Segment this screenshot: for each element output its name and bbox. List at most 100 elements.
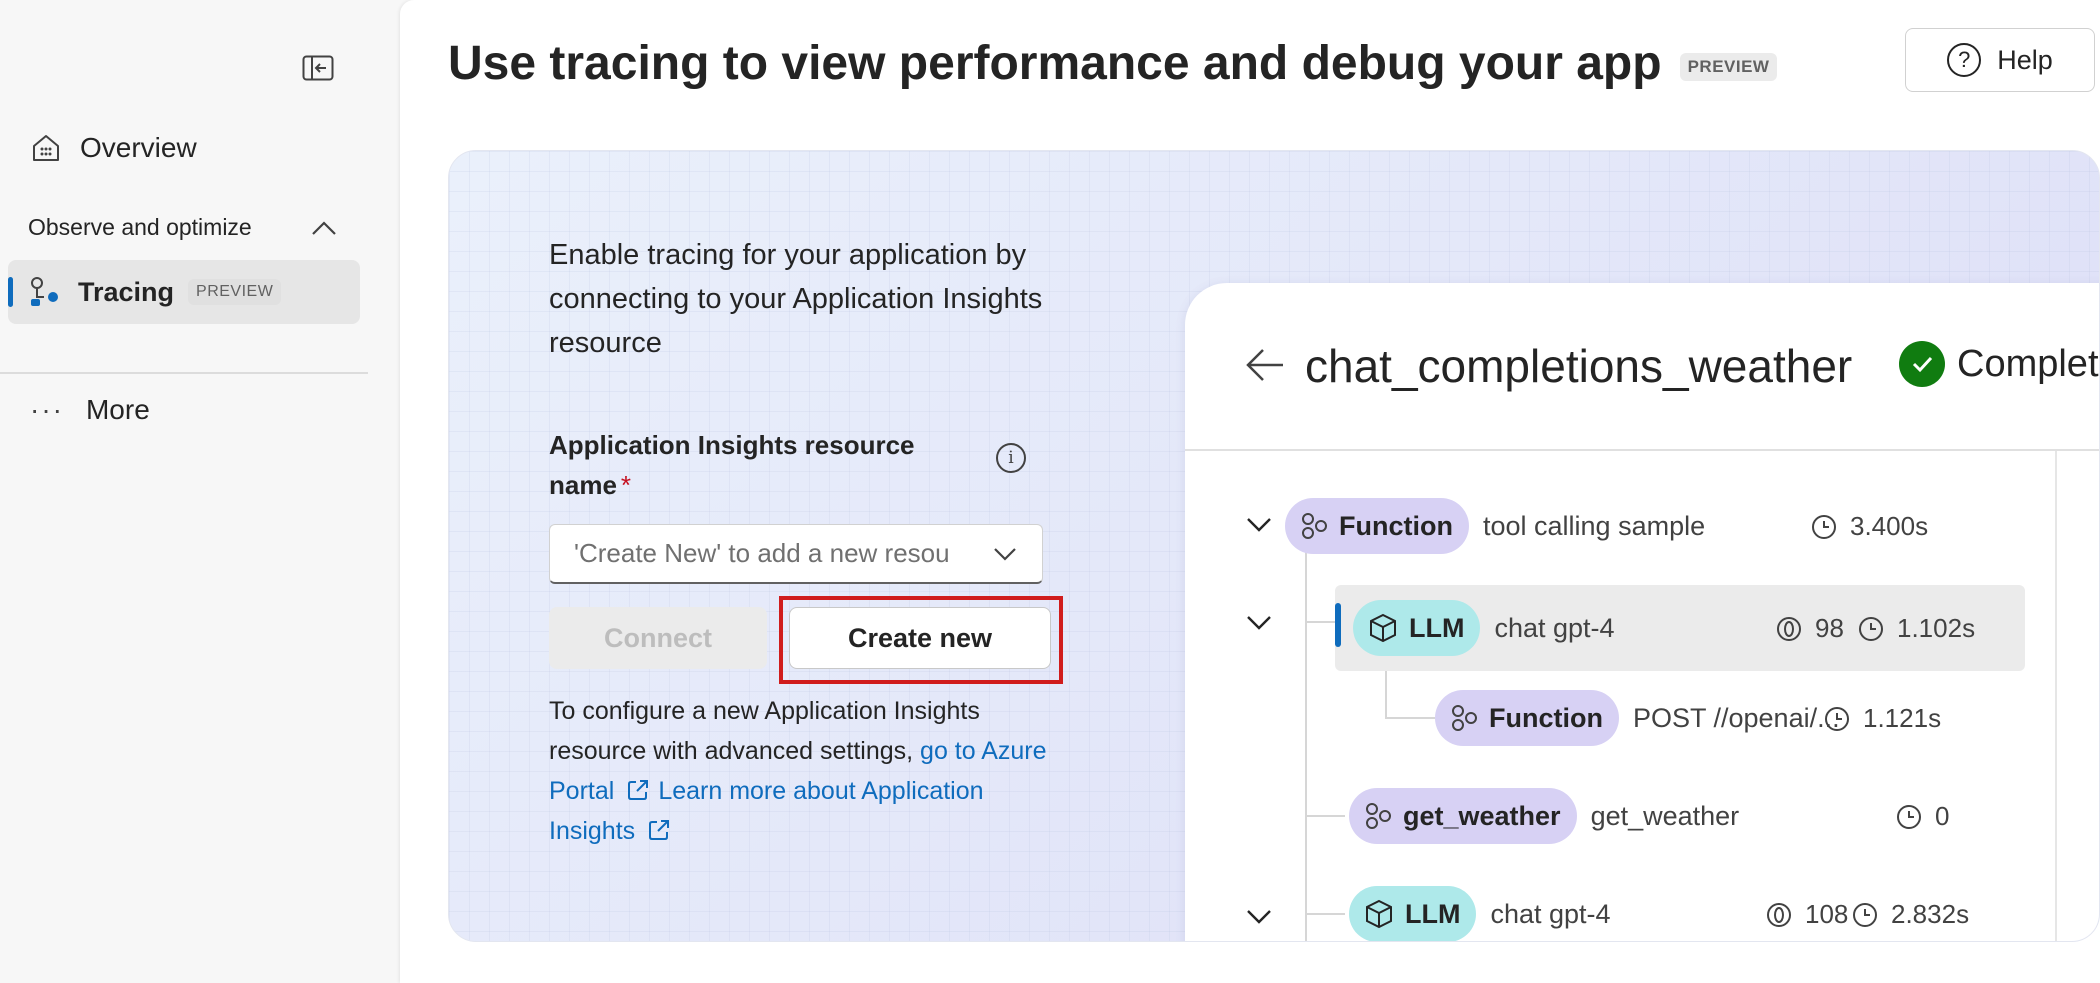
function-icon [1452, 705, 1477, 731]
trace-row[interactable]: LLM chat gpt-4 [1349, 885, 1611, 941]
selected-indicator [1335, 603, 1341, 647]
duration-metric: 3.400s [1810, 511, 1928, 542]
main-content: Use tracing to view performance and debu… [400, 0, 2100, 983]
token-metric: 98 [1775, 613, 1844, 644]
connect-button[interactable]: Connect [549, 607, 767, 669]
trace-row[interactable]: Function POST //openai/... [1435, 689, 1840, 747]
help-text-prefix: To configure a new Application Insights … [549, 697, 980, 765]
token-value: 98 [1815, 613, 1844, 643]
section-title: Observe and optimize [28, 214, 252, 240]
trace-row[interactable]: Function tool calling sample [1285, 497, 1705, 555]
duration-value: 0 [1935, 801, 1950, 831]
clock-icon [1825, 706, 1849, 731]
clock-icon [1897, 804, 1921, 829]
sidebar-item-more[interactable]: ··· More [30, 390, 150, 430]
create-new-button[interactable]: Create new [789, 607, 1051, 669]
span-kind: LLM [1409, 612, 1465, 643]
chevron-down-icon[interactable] [1245, 613, 1273, 633]
sidebar-item-overview[interactable]: Overview [30, 128, 197, 168]
span-kind: Function [1339, 510, 1453, 541]
trace-row[interactable]: get_weather get_weather [1349, 787, 1739, 845]
token-icon [1767, 902, 1791, 927]
tracing-icon [31, 277, 58, 306]
tracing-setup-card: Enable tracing for your application by c… [448, 150, 2100, 942]
external-link-icon [649, 820, 670, 840]
highlight-box [779, 596, 1063, 684]
duration-metric: 0 [1895, 801, 1949, 832]
tree-connector [1305, 815, 1345, 817]
help-button[interactable]: ? Help [1905, 28, 2095, 92]
cube-icon [1366, 899, 1392, 929]
llm-pill: LLM [1353, 600, 1481, 656]
preview-badge: PREVIEW [188, 279, 282, 305]
duration-value: 1.121s [1863, 703, 1942, 733]
span-name: chat gpt-4 [1494, 612, 1615, 643]
page-title: Use tracing to view performance and debu… [448, 36, 1778, 91]
token-metric: 108 [1765, 899, 1848, 930]
chevron-down-icon[interactable] [1245, 907, 1273, 927]
span-name: get_weather [1590, 800, 1740, 831]
token-value: 108 [1805, 899, 1849, 929]
more-icon: ··· [30, 394, 64, 425]
sidebar-item-label: Tracing [78, 276, 175, 307]
chevron-up-icon [312, 220, 336, 235]
span-name: POST //openai/... [1632, 702, 1840, 733]
sidebar-item-label: More [85, 394, 150, 425]
resource-name-label: Application Insights resource name* [549, 425, 949, 505]
required-marker: * [620, 470, 632, 500]
span-name: chat gpt-4 [1490, 898, 1611, 929]
help-label: Help [1997, 44, 2053, 75]
chevron-down-icon[interactable] [1245, 515, 1273, 535]
trace-title: chat_completions_weather [1305, 340, 1853, 392]
check-circle-icon [1899, 341, 1945, 387]
function-icon [1302, 513, 1327, 539]
azure-portal-link[interactable]: go to Azure Portal [549, 737, 1047, 805]
span-kind: LLM [1405, 898, 1461, 929]
tree-connector [1385, 717, 1435, 719]
back-arrow-icon [1246, 349, 1283, 381]
link-text: go to Azure Portal [549, 737, 1047, 805]
duration-value: 3.400s [1850, 511, 1929, 541]
function-pill: Function [1435, 690, 1619, 746]
page-title-text: Use tracing to view performance and debu… [448, 37, 1662, 90]
clock-icon [1853, 902, 1877, 927]
intro-text: Enable tracing for your application by c… [549, 239, 1043, 359]
selected-indicator [8, 277, 13, 307]
external-link-icon [628, 780, 649, 800]
duration-metric: 1.102s [1857, 613, 1975, 644]
trace-status: Completed [1899, 341, 2099, 387]
tool-pill: get_weather [1349, 788, 1577, 844]
status-text: Completed [1957, 342, 2099, 385]
span-kind: Function [1489, 702, 1603, 733]
cube-icon [1370, 613, 1396, 643]
function-pill: Function [1285, 498, 1469, 554]
llm-pill: LLM [1349, 886, 1477, 941]
learn-more-link[interactable]: Learn more about Application Insights [549, 777, 984, 845]
sidebar-divider [0, 372, 368, 374]
tree-connector [1385, 643, 1387, 717]
span-name: tool calling sample [1482, 510, 1706, 541]
section-observe-optimize[interactable]: Observe and optimize [28, 214, 338, 241]
resource-name-dropdown[interactable]: 'Create New' to add a new resou [549, 524, 1043, 584]
clock-icon [1859, 616, 1883, 641]
trace-row[interactable]: LLM chat gpt-4 [1353, 599, 1615, 657]
clock-icon [1812, 514, 1836, 539]
tree-connector [1305, 533, 1307, 941]
sidebar-item-tracing[interactable]: Tracing PREVIEW [8, 260, 360, 324]
home-icon [33, 135, 59, 161]
advanced-settings-text: To configure a new Application Insights … [549, 691, 1049, 851]
tree-connector [1305, 913, 1345, 915]
span-kind: get_weather [1403, 800, 1561, 831]
help-icon: ? [1947, 43, 1982, 77]
sidebar-item-label: Overview [80, 132, 197, 163]
collapse-sidebar-button[interactable] [300, 52, 336, 84]
panel-collapse-icon [302, 55, 334, 81]
trace-header: chat_completions_weather Completed [1185, 283, 2099, 451]
tree-connector [1305, 621, 1345, 623]
token-icon [1777, 616, 1801, 641]
duration-metric: 2.832s [1851, 899, 1969, 930]
link-text: Learn more about Application Insights [549, 777, 984, 845]
info-icon[interactable]: i [996, 443, 1026, 473]
dropdown-value: 'Create New' to add a new resou [574, 538, 950, 568]
